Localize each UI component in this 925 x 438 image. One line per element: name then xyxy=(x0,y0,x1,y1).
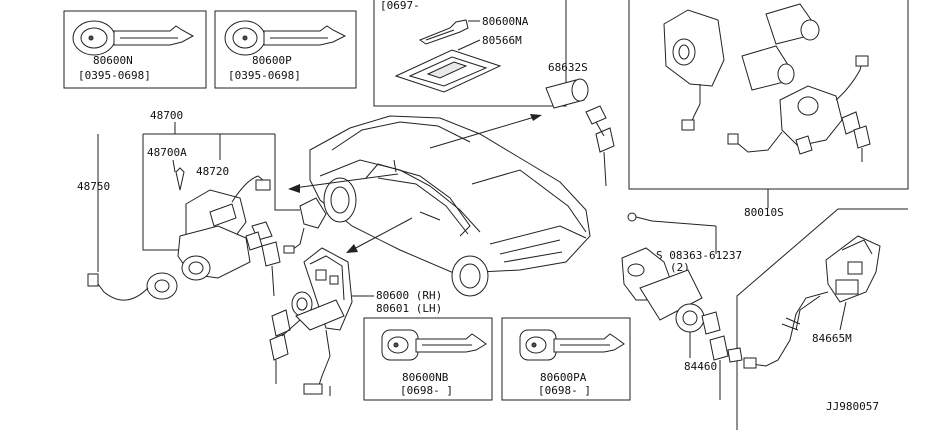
label-80600PA: 80600PA xyxy=(540,371,587,384)
harness-84665M-illustration xyxy=(743,235,881,369)
label-84460: 84460 xyxy=(684,360,717,373)
key-80600NB-illustration xyxy=(381,329,487,361)
label-80600PA-date: [0698- ] xyxy=(538,384,591,397)
label-80600-rh: 80600 (RH) xyxy=(376,289,442,302)
illumination-48750-illustration xyxy=(87,272,178,301)
harness-box xyxy=(736,208,908,430)
key-80600P-illustration xyxy=(224,20,347,56)
bolt-08363-illustration xyxy=(627,212,717,254)
label-80600N: 80600N xyxy=(93,54,133,67)
label-80566M: 80566M xyxy=(482,34,522,47)
label-0697: [0697- xyxy=(380,0,420,12)
label-80600NB-date: [0698- ] xyxy=(400,384,453,397)
ignition-switch-illustration xyxy=(175,167,281,297)
key-80600N-box xyxy=(63,10,207,89)
leader-80566M xyxy=(457,39,481,51)
door-lock-80600-illustration xyxy=(269,247,353,396)
label-48700A: 48700A xyxy=(147,146,187,159)
key-80600N-illustration xyxy=(72,20,195,56)
label-80600NA: 80600NA xyxy=(482,15,529,28)
trunk-lock-68632S-illustration xyxy=(545,78,615,187)
label-08363-61237: S 08363-61237 xyxy=(656,249,742,262)
key-80600NB-box xyxy=(363,317,493,401)
ignition-lock-84460-illustration xyxy=(621,247,743,400)
diagram-id: JJ980057 xyxy=(826,400,879,413)
label-80600P-date: [0395-0698] xyxy=(228,69,301,82)
label-84665M: 84665M xyxy=(812,332,852,345)
lock-set-80010S-illustration xyxy=(663,3,871,162)
label-80601-lh: 80601 (LH) xyxy=(376,302,442,315)
label-48700: 48700 xyxy=(150,109,183,122)
key-holder-80566M-illustration xyxy=(394,49,502,93)
label-80600P: 80600P xyxy=(252,54,292,67)
car-body-illustration xyxy=(309,115,591,297)
arrow-to-ignition xyxy=(288,173,399,193)
key-80600PA-illustration xyxy=(519,329,625,361)
label-80600NB: 80600NB xyxy=(402,371,449,384)
label-48750: 48750 xyxy=(77,180,110,193)
label-48720: 48720 xyxy=(196,165,229,178)
bracket-48700A xyxy=(142,134,188,251)
key-holder-box xyxy=(373,0,567,107)
key-80600PA-box xyxy=(501,317,631,401)
label-80600N-date: [0395-0698] xyxy=(78,69,151,82)
leader-48700-right xyxy=(274,134,300,211)
label-68632S: 68632S xyxy=(548,61,588,74)
arrow-to-door-lock xyxy=(346,217,413,253)
key-80600NA-illustration xyxy=(418,19,469,45)
key-80600P-box xyxy=(214,10,357,89)
leader-screw xyxy=(172,159,176,173)
arrow-to-trunk xyxy=(429,114,542,149)
key-reminder-switch-illustration xyxy=(283,197,327,254)
label-80010S: 80010S xyxy=(744,206,784,219)
